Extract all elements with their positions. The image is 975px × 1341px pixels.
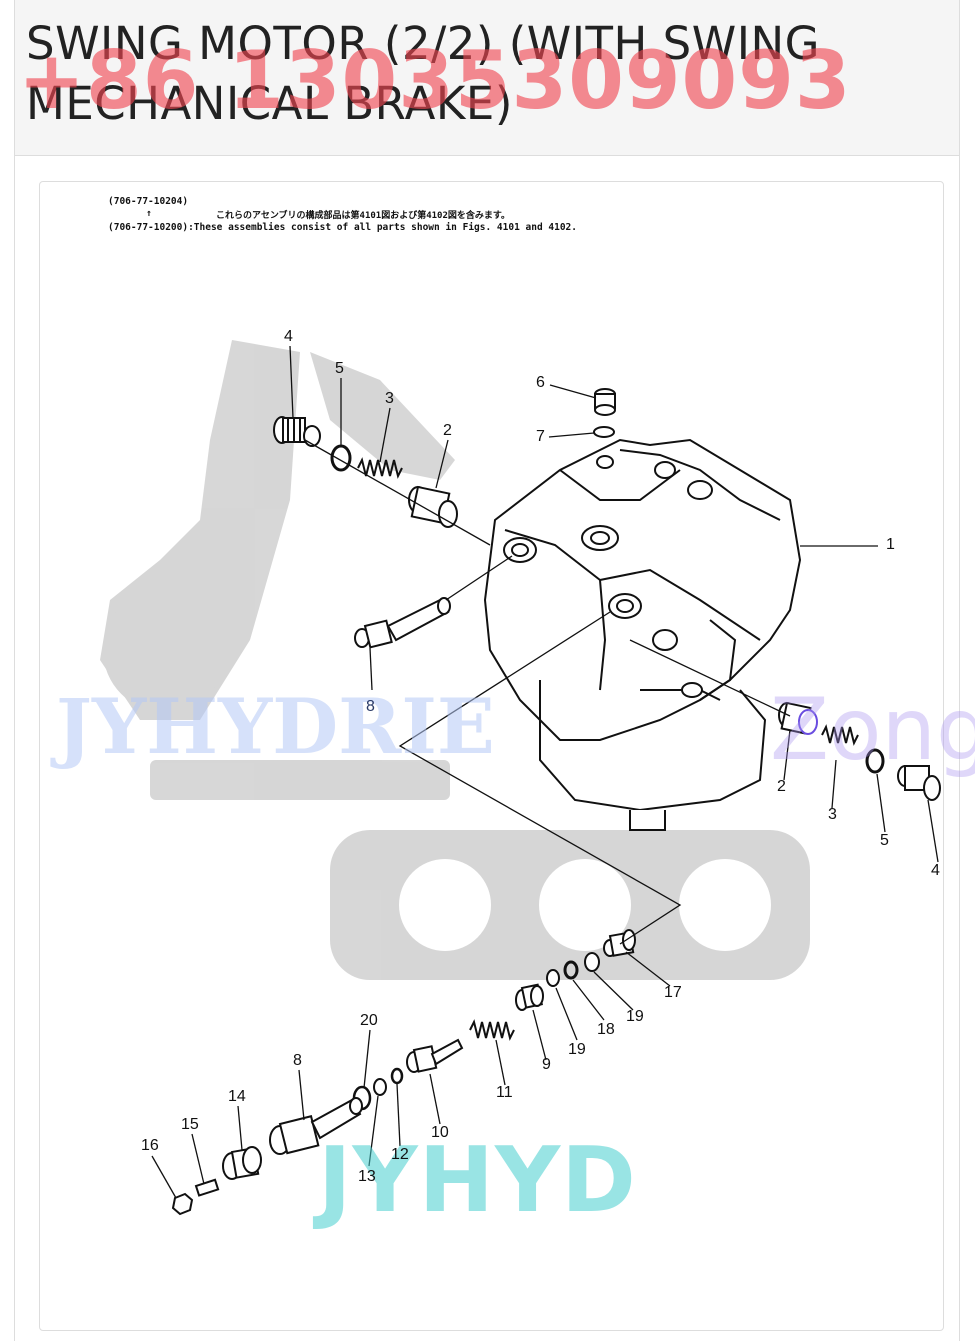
sleeve-part-2-left	[408, 485, 458, 528]
assembly-note-line3: (706-77-10200):These assemblies consist …	[108, 222, 577, 233]
callout-1: 1	[886, 536, 895, 553]
callout-8: 8	[293, 1052, 302, 1069]
callout-18: 18	[597, 1021, 615, 1038]
callout-10: 10	[431, 1124, 449, 1141]
oring-part-12	[390, 1067, 404, 1085]
callout-14: 14	[228, 1088, 246, 1105]
poppet-part-10	[406, 1038, 464, 1073]
callout-4: 4	[284, 328, 293, 345]
excavator-logo-watermark	[100, 340, 810, 980]
right-relief-parts	[778, 701, 941, 801]
zong-watermark: Zong	[770, 680, 975, 780]
phone-watermark: +86 13035309093	[18, 34, 852, 127]
callout-8: 8	[366, 698, 375, 715]
oring-part-5-right	[865, 748, 885, 774]
lower-valve-parts	[171, 929, 636, 1216]
screw-part-15	[194, 1178, 220, 1197]
ring-part-13	[373, 1078, 387, 1096]
plug-part-4-left	[273, 416, 321, 447]
callout-13: 13	[358, 1168, 376, 1185]
callout-5: 5	[880, 832, 889, 849]
spool-part-8-upper	[354, 597, 451, 649]
callout-19: 19	[568, 1041, 586, 1058]
callout-12: 12	[391, 1146, 409, 1163]
callout-6: 6	[536, 374, 545, 391]
diagram-card	[39, 181, 944, 1331]
callout-7: 7	[536, 428, 545, 445]
content-panel	[14, 156, 960, 1341]
jyhydrie-watermark: JYHYDRIE	[56, 682, 495, 771]
callout-9: 9	[542, 1056, 551, 1073]
oring-part-5-left	[330, 444, 352, 472]
motor-housing	[483, 438, 802, 831]
top-plug-parts	[593, 388, 616, 438]
spring-part-11	[469, 1019, 515, 1041]
callout-2: 2	[443, 422, 452, 439]
callout-2: 2	[777, 778, 786, 795]
callout-20: 20	[360, 1012, 378, 1029]
callout-4: 4	[931, 862, 940, 879]
spool-part-8-lower	[269, 1097, 363, 1155]
callout-17: 17	[664, 984, 682, 1001]
callout-3: 3	[828, 806, 837, 823]
cap-part-14	[222, 1146, 262, 1180]
callout-16: 16	[141, 1137, 159, 1154]
sleeve-part-2-right	[778, 701, 818, 735]
leader-lines	[151, 345, 939, 1199]
assembly-note-line1: (706-77-10204)	[108, 196, 189, 207]
plug-part-17	[603, 929, 636, 957]
callout-5: 5	[335, 360, 344, 377]
spring-part-3-left	[357, 457, 403, 479]
assembly-note-arrow: ↑	[146, 208, 152, 219]
oring-part-7	[593, 426, 615, 438]
page-title: SWING MOTOR (2/2) (WITH SWING MECHANICAL…	[26, 17, 821, 130]
callout-15: 15	[181, 1116, 199, 1133]
plug-part-4-right	[897, 765, 941, 801]
jyhyd-watermark: JYHYD	[318, 1128, 637, 1233]
callout-3: 3	[385, 390, 394, 407]
assembly-note-japanese: これらのアセンブリの構成部品は第4101図および第4102図を含みます。	[216, 211, 510, 221]
callout-11: 11	[496, 1084, 513, 1101]
callout-19: 19	[626, 1008, 644, 1025]
spring-seat-part-9	[515, 983, 544, 1011]
nut-part-16	[171, 1192, 194, 1216]
title-bar	[14, 0, 960, 156]
spring-part-3-right	[821, 724, 859, 746]
